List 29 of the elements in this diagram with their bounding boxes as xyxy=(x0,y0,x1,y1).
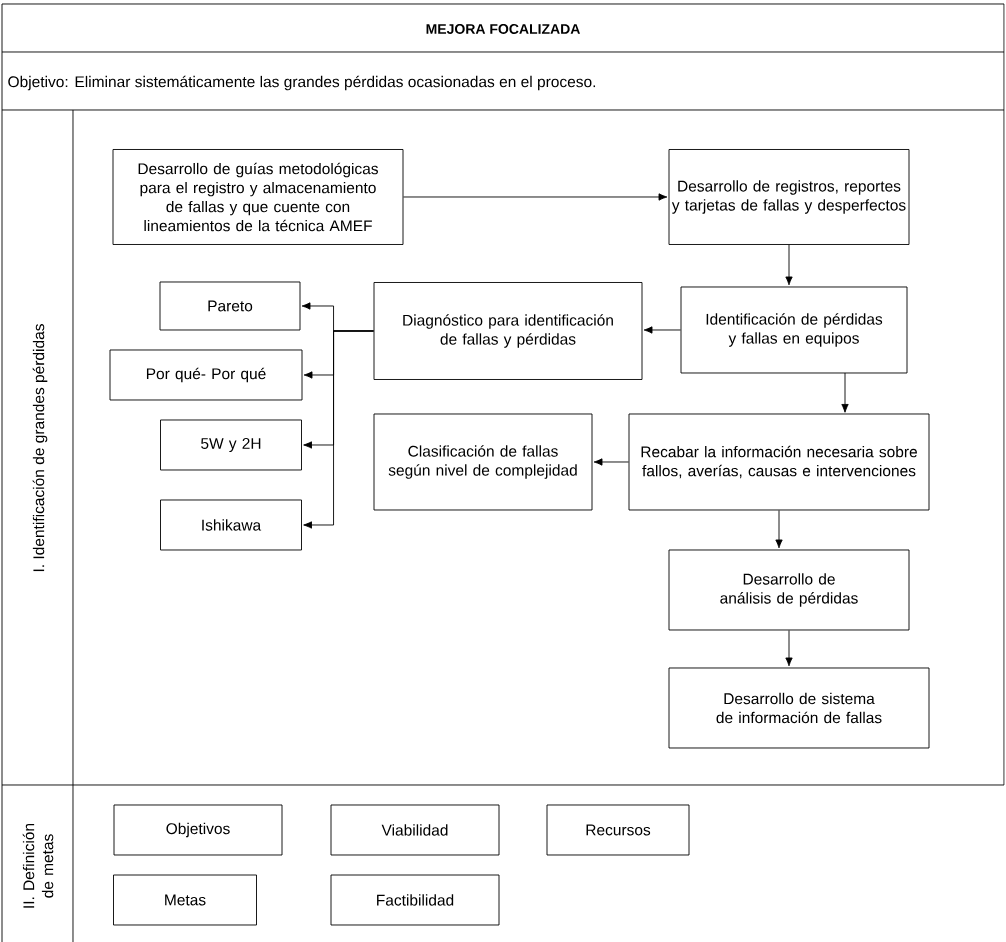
process-box: 5W y 2H xyxy=(160,419,302,471)
section-label: I. Identificación de grandes pérdidas xyxy=(32,324,48,572)
process-box: Desarrollo de análisis de pérdidas xyxy=(668,549,910,631)
process-box: Clasificación de fallas según nivel de complejidad xyxy=(373,413,593,511)
arrow xyxy=(785,630,793,667)
process-box: Por qué- Por qué xyxy=(109,349,303,401)
process-box: Viabilidad xyxy=(330,804,500,856)
arrow xyxy=(775,510,783,549)
table-title: MEJORA FOCALIZADA xyxy=(426,24,580,34)
arrow xyxy=(593,458,629,466)
process-box: Diagnóstico para identificación de fallas y pérdidas xyxy=(373,282,643,380)
process-box: Desarrollo de guías metodológicas para el registro y almacenamiento de fallas y que cuente con lineamientos de la técnica AMEF xyxy=(112,149,404,245)
process-box: Recabar la información necesaria sobre fallos, averías, causas e intervenciones xyxy=(628,413,930,511)
arrow xyxy=(303,330,374,529)
arrow xyxy=(403,193,668,201)
process-box: Objetivos xyxy=(113,804,283,856)
process-box: Recursos xyxy=(546,804,690,856)
process-box: Identificación de pérdidas y fallas en equipos xyxy=(680,286,908,374)
arrow xyxy=(841,372,849,413)
arrow xyxy=(785,244,793,286)
process-box: Ishikawa xyxy=(160,499,302,551)
arrow xyxy=(643,326,681,334)
process-box: Desarrollo de sistema de información de fallas xyxy=(668,667,930,749)
process-box: Desarrollo de registros, reportes y tarjetas de fallas y desperfectos xyxy=(668,149,910,245)
objective-text: Objetivo: Eliminar sistemáticamente las grandes pérdidas ocasionadas en el proceso. xyxy=(8,75,596,91)
process-box: Pareto xyxy=(159,281,301,331)
process-box: Metas xyxy=(113,874,257,926)
process-box: Factibilidad xyxy=(330,874,500,926)
section-label: II. Definición de metas xyxy=(22,823,54,908)
